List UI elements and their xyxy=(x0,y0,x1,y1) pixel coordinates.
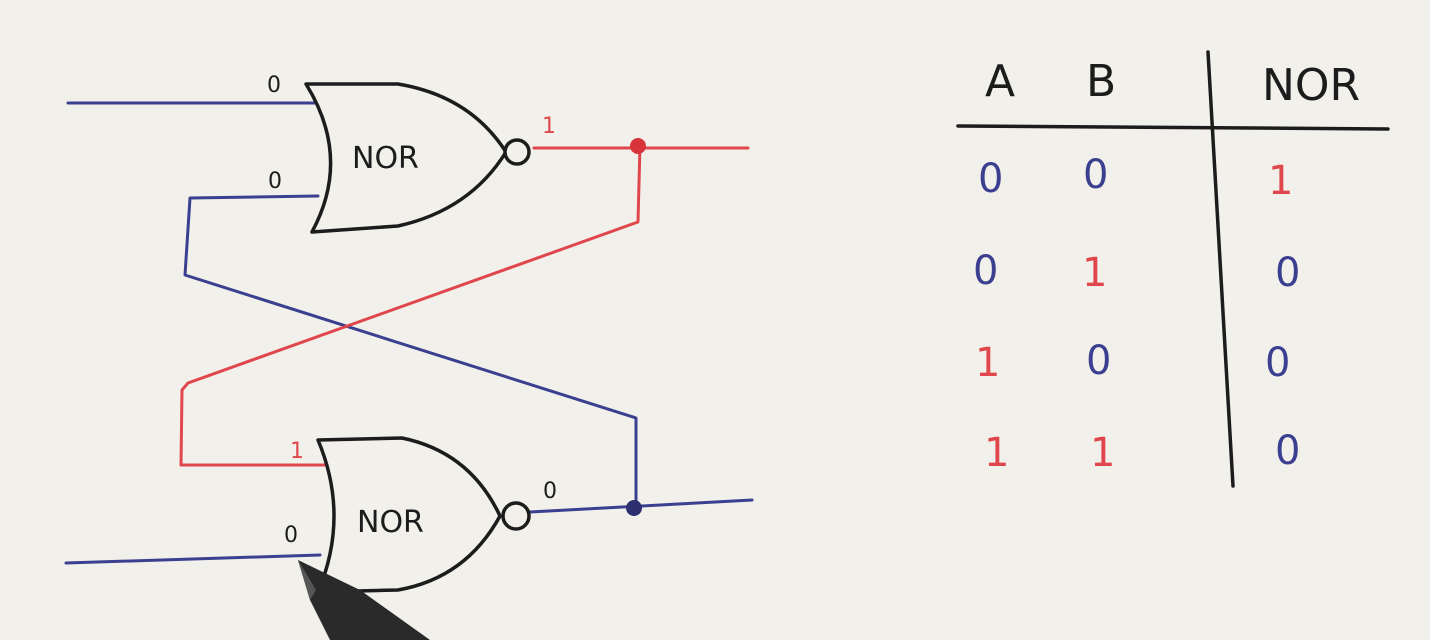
cell-r4-b: 1 xyxy=(1090,430,1115,476)
wire-feedback-from-top xyxy=(179,143,642,467)
wire-feedback-from-bottom xyxy=(183,194,638,508)
bottom-nor-gate: NOR xyxy=(316,436,531,594)
bottom-inversion-bubble xyxy=(501,501,531,531)
cell-r2-nor: 0 xyxy=(1275,250,1300,296)
table-column-divider xyxy=(1206,50,1235,488)
value-top-input-a: 0 xyxy=(267,73,281,98)
top-nor-gate: NOR xyxy=(304,82,531,234)
cell-r3-a: 1 xyxy=(975,340,1000,386)
truth-table: A B NOR 0 0 1 0 1 0 1 0 0 1 1 0 xyxy=(956,50,1390,488)
junction-top xyxy=(630,138,646,154)
top-inversion-bubble xyxy=(503,138,531,166)
cell-r4-a: 1 xyxy=(984,430,1009,476)
header-nor: NOR xyxy=(1262,60,1360,111)
cell-r2-b: 1 xyxy=(1082,250,1107,296)
cell-r3-nor: 0 xyxy=(1265,340,1290,386)
top-gate-label: NOR xyxy=(352,141,419,176)
value-top-output: 1 xyxy=(542,114,556,139)
cell-r1-b: 0 xyxy=(1083,152,1108,198)
header-a: A xyxy=(985,56,1015,107)
junction-bottom xyxy=(626,500,642,516)
cell-r1-nor: 1 xyxy=(1268,158,1293,204)
table-header-divider xyxy=(956,124,1390,131)
cell-r2-a: 0 xyxy=(973,248,998,294)
cell-r1-a: 0 xyxy=(978,156,1003,202)
value-bottom-output: 0 xyxy=(543,479,557,504)
header-b: B xyxy=(1086,56,1116,107)
value-bottom-input-b: 0 xyxy=(284,523,298,548)
value-top-input-b: 0 xyxy=(268,169,282,194)
cell-r4-nor: 0 xyxy=(1275,428,1300,474)
pen-tip xyxy=(298,560,430,640)
bottom-gate-label: NOR xyxy=(357,505,424,540)
wire-bottom-input-b xyxy=(64,553,322,565)
value-bottom-input-a: 1 xyxy=(290,439,304,464)
cell-r3-b: 0 xyxy=(1086,338,1111,384)
